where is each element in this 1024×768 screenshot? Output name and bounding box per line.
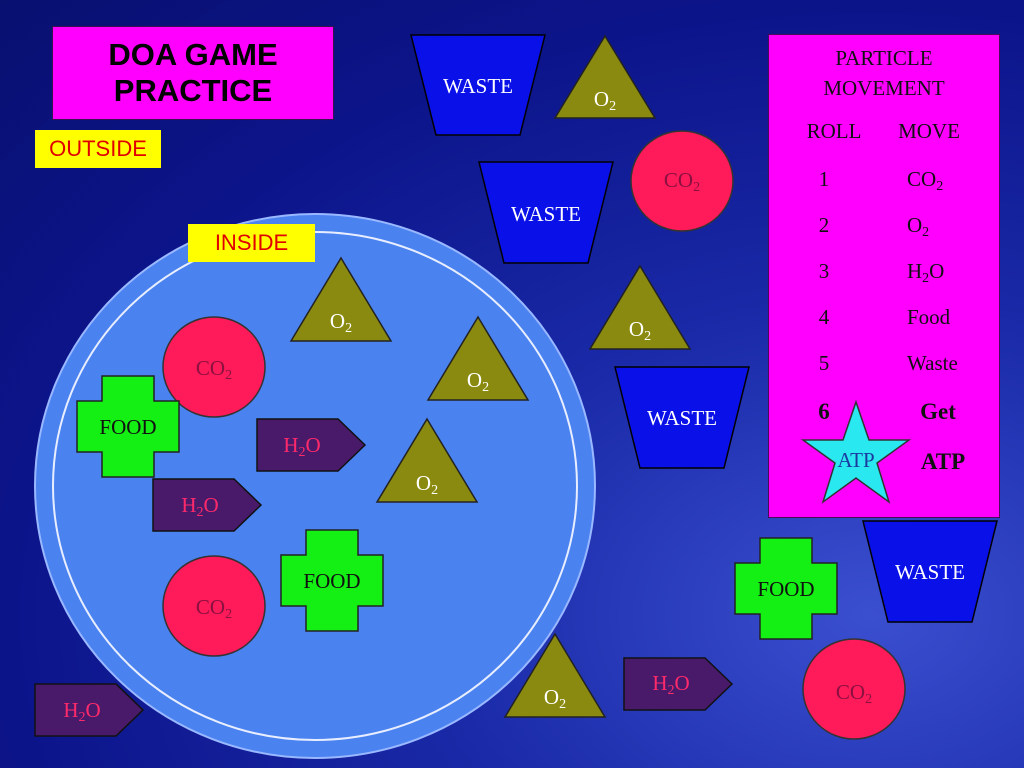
panel-heading-line-2: MOVEMENT	[823, 76, 945, 100]
move-value: Waste	[907, 351, 958, 375]
move-atp: ATP	[920, 449, 966, 474]
atp-star-token[interactable]: ATP	[800, 399, 912, 504]
title-line-1: DOA GAME	[108, 37, 278, 72]
roll-value: 3	[818, 259, 830, 283]
panel-heading: PARTICLE MOVEMENT	[769, 43, 999, 103]
waste-token[interactable]: WASTE	[478, 161, 614, 264]
waste-label: WASTE	[895, 560, 965, 584]
o2-token[interactable]: O2	[553, 34, 657, 119]
o2-token[interactable]: O2	[289, 256, 393, 342]
move-get: Get	[920, 399, 956, 424]
co2-label: CO2	[835, 680, 873, 707]
move-column-header: MOVE	[898, 119, 960, 143]
food-token[interactable]: FOOD	[280, 529, 384, 632]
h2o-label: H2O	[181, 493, 219, 520]
o2-label: O2	[466, 368, 490, 395]
food-token[interactable]: FOOD	[76, 375, 180, 478]
o2-token[interactable]: O2	[426, 315, 530, 401]
o2-token[interactable]: O2	[588, 264, 692, 350]
o2-label: O2	[415, 471, 439, 498]
move-value: H2O	[907, 259, 945, 286]
h2o-token[interactable]: H2O	[34, 683, 145, 737]
co2-label: CO2	[195, 595, 233, 622]
food-token[interactable]: FOOD	[734, 537, 838, 640]
o2-token[interactable]: O2	[375, 417, 479, 503]
move-value: O2	[907, 213, 930, 240]
o2-label: O2	[628, 317, 652, 344]
move-value: Food	[907, 305, 951, 329]
atp-label: ATP	[837, 448, 875, 472]
h2o-token[interactable]: H2O	[623, 657, 734, 711]
waste-label: WASTE	[443, 74, 513, 98]
panel-heading-line-1: PARTICLE	[835, 46, 933, 70]
h2o-token[interactable]: H2O	[256, 418, 367, 472]
h2o-label: H2O	[283, 433, 321, 460]
waste-label: WASTE	[511, 202, 581, 226]
move-value: CO2	[907, 167, 944, 194]
o2-token[interactable]: O2	[503, 632, 607, 718]
o2-label: O2	[593, 87, 617, 114]
roll-value: 5	[818, 351, 830, 375]
co2-token[interactable]: CO2	[162, 316, 266, 418]
waste-token[interactable]: WASTE	[410, 34, 546, 136]
h2o-label: H2O	[63, 698, 101, 725]
food-label: FOOD	[303, 569, 361, 593]
roll-value: 2	[818, 213, 830, 237]
h2o-label: H2O	[652, 671, 690, 698]
co2-token[interactable]: CO2	[630, 130, 734, 232]
inside-label: INSIDE	[188, 224, 315, 262]
h2o-token[interactable]: H2O	[152, 478, 263, 532]
roll-value: 4	[818, 305, 830, 329]
co2-token[interactable]: CO2	[162, 555, 266, 657]
waste-token[interactable]: WASTE	[862, 520, 998, 623]
roll-value: 1	[818, 167, 830, 191]
waste-token[interactable]: WASTE	[614, 366, 750, 469]
waste-label: WASTE	[647, 406, 717, 430]
page-title: DOA GAME PRACTICE	[52, 26, 334, 120]
food-label: FOOD	[757, 577, 815, 601]
title-line-2: PRACTICE	[113, 73, 273, 108]
roll-value-6: 6	[818, 399, 830, 424]
co2-label: CO2	[663, 168, 701, 195]
outside-label: OUTSIDE	[35, 130, 161, 168]
particle-movement-panel: PARTICLE MOVEMENT ROLL MOVE 1 CO2 2 O2 3…	[768, 34, 1000, 518]
co2-token[interactable]: CO2	[802, 638, 906, 740]
o2-label: O2	[329, 309, 353, 336]
food-label: FOOD	[99, 415, 157, 439]
roll-column-header: ROLL	[806, 119, 862, 143]
co2-label: CO2	[195, 356, 233, 383]
o2-label: O2	[543, 685, 567, 712]
